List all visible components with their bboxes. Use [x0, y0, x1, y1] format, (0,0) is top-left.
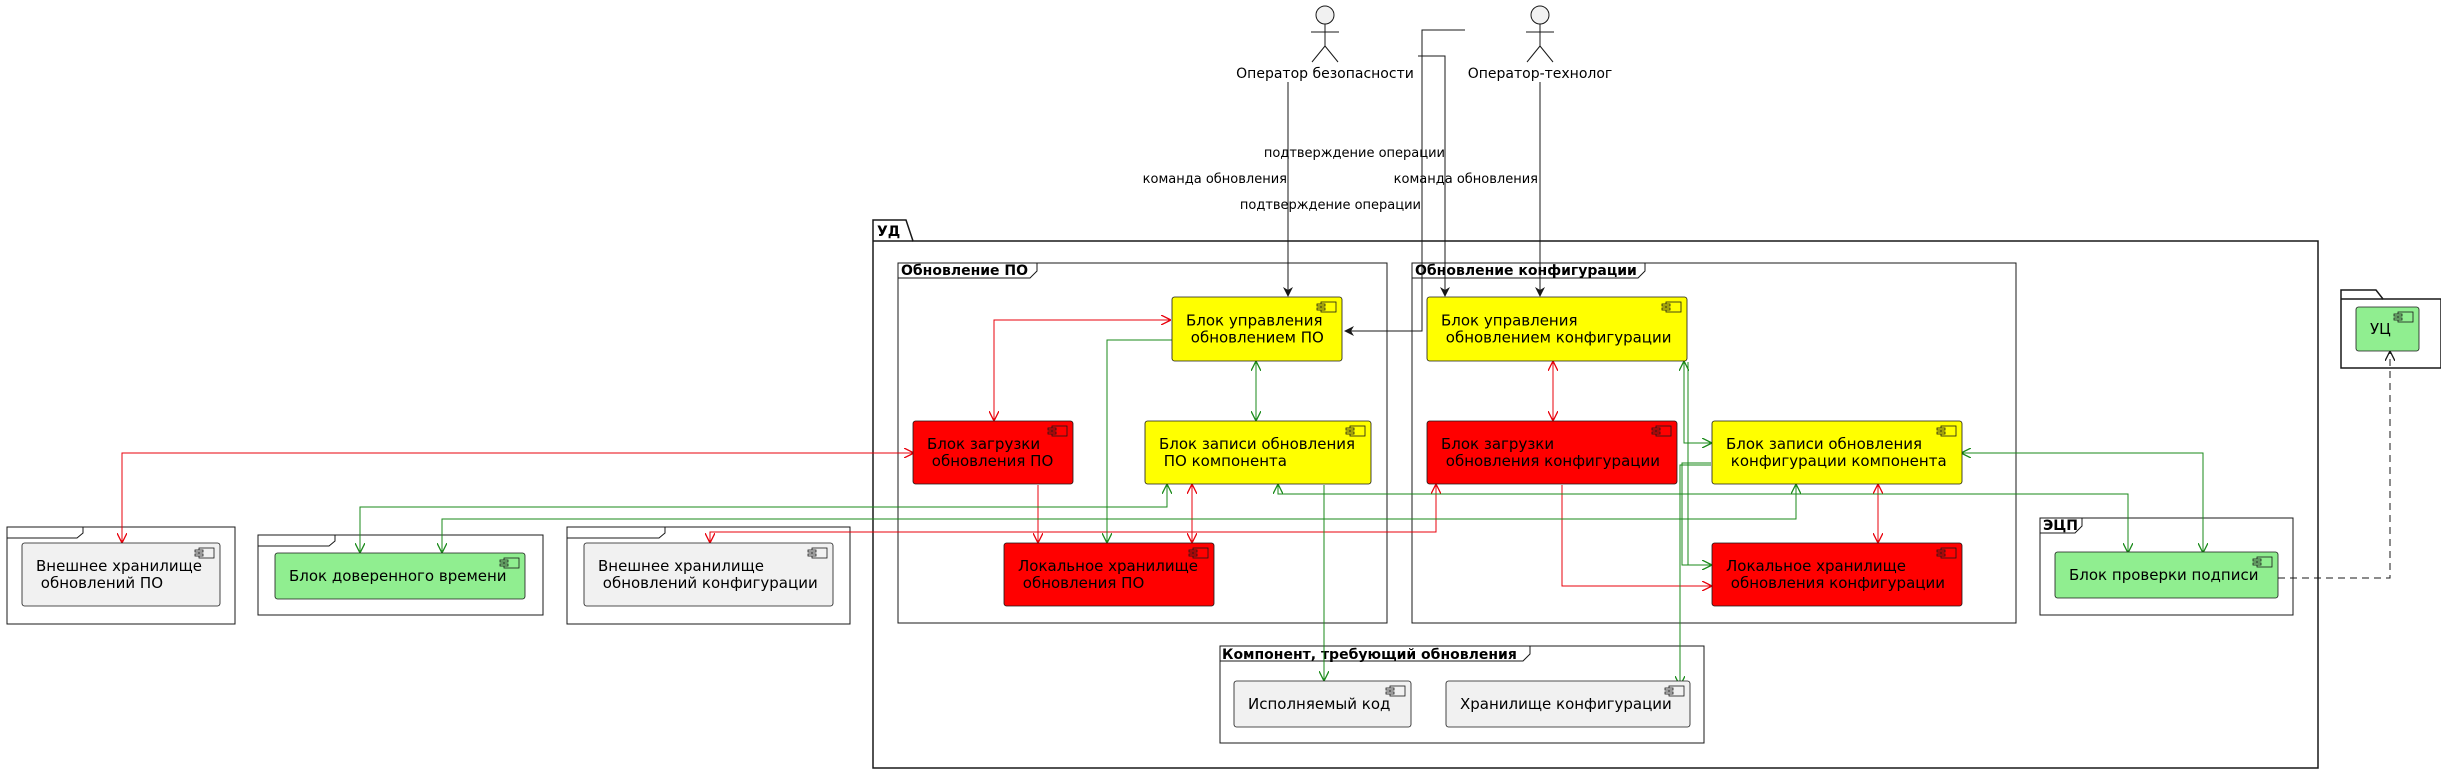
component-cfg-control: Блок управления обновлением конфигурации: [1426, 296, 1688, 362]
component-icon: [1661, 301, 1682, 313]
component-label: УЦ: [2370, 320, 2391, 338]
component-uc: УЦ: [2355, 306, 2420, 352]
message-confirm-2: подтверждение операции: [1240, 198, 1421, 213]
component-config-store: Хранилище конфигурации: [1445, 680, 1691, 728]
component-icon: [1936, 547, 1957, 559]
component-exec-code: Исполняемый код: [1233, 680, 1412, 728]
component-label: обновления ПО: [1018, 574, 1144, 592]
component-label: обновлением конфигурации: [1441, 329, 1672, 347]
frame-config-update-title: Обновление конфигурации: [1415, 263, 1637, 279]
message-confirm-1: подтверждение операции: [1264, 146, 1445, 161]
component-label: ПО компонента: [1159, 452, 1287, 470]
component-icon: [1664, 685, 1685, 697]
component-icon: [1047, 425, 1068, 437]
actor-tech-operator-label: Оператор-технолог: [1468, 66, 1613, 82]
component-cfg-download: Блок загрузки обновления конфигурации: [1426, 420, 1678, 485]
component-sw-download: Блок загрузки обновления ПО: [912, 420, 1074, 485]
component-icon: [1385, 685, 1406, 697]
component-icon: [1651, 425, 1672, 437]
component-trusted-time: Блок доверенного времени: [274, 552, 526, 600]
component-label: Локальное хранилище: [1018, 557, 1198, 575]
component-sw-local-store: Локальное хранилище обновления ПО: [1003, 542, 1215, 607]
frame-config-update: Обновление конфигурации: [1411, 262, 2017, 624]
component-sw-write: Блок записи обновления ПО компонента: [1144, 420, 1372, 485]
component-label: Блок управления: [1186, 312, 1323, 330]
component-label: обновления ПО: [927, 452, 1053, 470]
component-label: Блок управления: [1441, 312, 1578, 330]
component-icon: [1188, 547, 1209, 559]
component-icon: [1345, 425, 1366, 437]
component-icon: [807, 547, 828, 559]
component-label: Блок записи обновления: [1726, 435, 1922, 453]
component-label: обновлением ПО: [1186, 329, 1324, 347]
component-label: обновления конфигурации: [1441, 452, 1660, 470]
component-label: Исполняемый код: [1248, 695, 1390, 713]
component-label: Блок проверки подписи: [2069, 566, 2258, 584]
component-cfg-local-store: Локальное хранилище обновления конфигура…: [1711, 542, 1963, 607]
component-label: Локальное хранилище: [1726, 557, 1906, 575]
component-label: Блок загрузки: [1441, 435, 1554, 453]
component-label: Внешнее хранилище: [36, 557, 202, 575]
component-icon: [2393, 311, 2414, 323]
component-label: Хранилище конфигурации: [1460, 695, 1672, 713]
actor-security-operator: Оператор безопасности: [1236, 5, 1414, 82]
frame-sw-update-title: Обновление ПО: [901, 263, 1028, 279]
actor-security-operator-label: Оператор безопасности: [1236, 66, 1414, 82]
component-label: обновления конфигурации: [1726, 574, 1945, 592]
package-ud-title: УД: [877, 224, 900, 240]
component-icon: [1936, 425, 1957, 437]
frame-component: Компонент, требующий обновления: [1219, 645, 1705, 744]
message-update-cmd-1: команда обновления: [1143, 172, 1287, 187]
component-label: Блок доверенного времени: [289, 567, 507, 585]
component-label: Блок записи обновления: [1159, 435, 1355, 453]
component-label: Блок загрузки: [927, 435, 1040, 453]
component-icon: [2252, 556, 2273, 568]
frame-component-title: Компонент, требующий обновления: [1222, 647, 1517, 663]
component-ext-cfg-store: Внешнее хранилище обновлений конфигураци…: [583, 542, 834, 607]
component-cfg-write: Блок записи обновления конфигурации комп…: [1711, 420, 1963, 485]
component-label: обновлений конфигурации: [598, 574, 818, 592]
frame-sw-update: Обновление ПО: [897, 262, 1388, 624]
frame-ecp-title: ЭЦП: [2043, 518, 2078, 534]
component-signature-check: Блок проверки подписи: [2054, 551, 2279, 599]
actor-tech-operator: Оператор-технолог: [1468, 5, 1613, 82]
component-ext-sw-store: Внешнее хранилище обновлений ПО: [21, 542, 221, 607]
package-uc: [2340, 289, 2441, 369]
component-label: обновлений ПО: [36, 574, 163, 592]
component-icon: [499, 557, 520, 569]
component-sw-control: Блок управления обновлением ПО: [1171, 296, 1343, 362]
component-icon: [194, 547, 215, 559]
component-label: конфигурации компонента: [1726, 452, 1947, 470]
component-label: Внешнее хранилище: [598, 557, 764, 575]
package-ud: УД: [872, 219, 2319, 769]
component-icon: [1316, 301, 1337, 313]
message-update-cmd-2: команда обновления: [1394, 172, 1538, 187]
